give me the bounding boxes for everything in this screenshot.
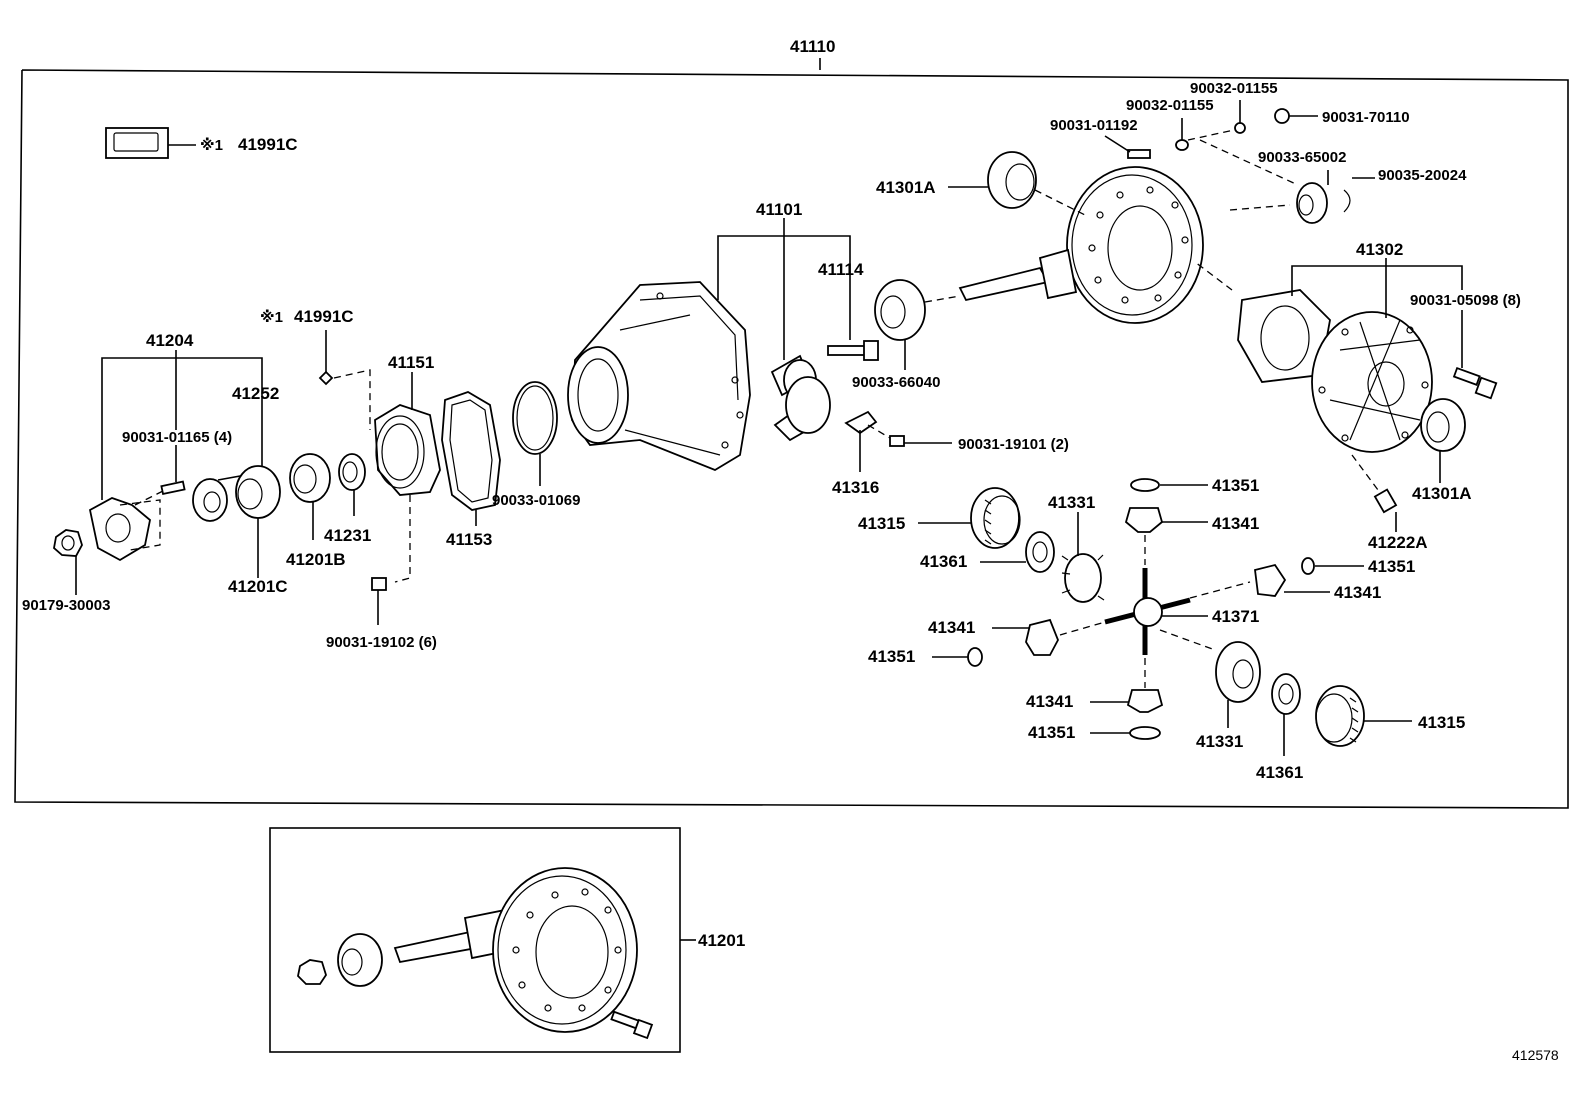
differential-case-icon <box>1194 261 1498 532</box>
label-oring-01069: 90033-01069 <box>492 492 580 509</box>
label-bearing-65002: 90033-65002 <box>1258 149 1346 166</box>
label-assembly: 41110 <box>790 37 835 56</box>
oil-seal-icon <box>192 471 263 522</box>
label-carrier-group: 41101 <box>756 200 802 219</box>
gear-kit-icon <box>297 867 654 1040</box>
label-pinion-41341-b: 41341 <box>1334 583 1381 602</box>
note-mid-icon <box>318 330 371 430</box>
bearing-retainer-icon <box>371 372 441 625</box>
label-pinion-41341-a: 41341 <box>1212 514 1259 533</box>
label-thrust-41361-b: 41361 <box>1256 763 1303 782</box>
bearing-41201b-icon <box>289 453 331 540</box>
label-retainer-41151: 41151 <box>388 353 434 372</box>
small-hardware-icons <box>1104 100 1375 224</box>
label-nut-01165: 90031-01165 (4) <box>122 429 232 446</box>
pinion-nut-icon <box>53 529 83 595</box>
bolt-icon <box>827 340 879 361</box>
reference-number: 412578 <box>1512 1047 1559 1063</box>
label-seal-41252: 41252 <box>232 384 279 403</box>
label-bearing-41201b: 41201B <box>286 550 346 569</box>
inset-frame <box>269 827 696 1053</box>
label-nut-19101: 90031-19101 (2) <box>958 436 1069 453</box>
note-mark-mid: ※1 <box>260 308 283 326</box>
label-shaft-41371: 41371 <box>1212 607 1259 626</box>
label-inset-gear-kit: 41201 <box>698 931 745 950</box>
ring-gear-icon <box>958 166 1204 324</box>
label-washer-41351-b: 41351 <box>1368 557 1415 576</box>
label-pinion-41341-d: 41341 <box>1026 692 1073 711</box>
label-bearing-41301a-top: 41301A <box>876 178 936 197</box>
assembly-frame <box>14 58 1569 809</box>
note-mark-top: ※1 <box>200 136 223 154</box>
label-bolt-41222a: 41222A <box>1368 533 1428 552</box>
bearing-icon <box>874 279 961 370</box>
label-flange-group: 41204 <box>146 331 194 350</box>
lock-plate-icon <box>844 410 952 472</box>
label-gasket-41153: 41153 <box>446 530 492 549</box>
label-thrust-41361-a: 41361 <box>920 552 967 571</box>
label-nut-70110: 90031-70110 <box>1322 109 1410 126</box>
label-spacer-41231: 41231 <box>324 526 371 545</box>
flange-group-leader <box>101 350 263 500</box>
label-note-top: 41991C <box>238 135 298 154</box>
label-washer-41351-d: 41351 <box>1028 723 1075 742</box>
carrier-group-leader <box>717 218 851 360</box>
label-side-gear-41331-a: 41331 <box>1048 493 1095 512</box>
carrier-housing-icon <box>567 281 831 472</box>
companion-flange-icon <box>88 445 186 562</box>
note-block-icon <box>105 127 196 159</box>
label-washer-01155-b: 90032-01155 <box>1126 97 1214 114</box>
gasket-icon <box>441 391 501 526</box>
label-bearing-66040: 90033-66040 <box>852 374 940 391</box>
label-washer-01155-a: 90032-01155 <box>1190 80 1278 97</box>
label-bolt-01192: 90031-01192 <box>1050 117 1138 134</box>
case-group-leader <box>1291 258 1463 318</box>
label-adjuster-41315-a: 41315 <box>858 514 905 533</box>
label-nut-30003: 90179-30003 <box>22 597 110 614</box>
label-side-gear-41331-b: 41331 <box>1196 732 1243 751</box>
bearing-41201c-icon <box>235 465 281 578</box>
label-washer-41351-c: 41351 <box>868 647 915 666</box>
label-case-group: 41302 <box>1356 240 1403 259</box>
label-lock-41316: 41316 <box>832 478 879 497</box>
label-ring-20024: 90035-20024 <box>1378 167 1467 184</box>
label-bearing-41201c: 41201C <box>228 577 288 596</box>
label-bearing-41301a-bottom: 41301A <box>1412 484 1472 503</box>
label-bolt-19102: 90031-19102 (6) <box>326 634 437 651</box>
label-bolt-05098: 90031-05098 (8) <box>1410 292 1521 309</box>
label-pinion-41341-c: 41341 <box>928 618 975 637</box>
label-washer-41351-a: 41351 <box>1212 476 1259 495</box>
label-bolt-41114: 41114 <box>818 260 864 279</box>
label-adjuster-41315-b: 41315 <box>1418 713 1465 732</box>
bearing-41301a-top-icon <box>948 151 1086 216</box>
o-ring-icon <box>512 381 558 486</box>
label-note-mid: 41991C <box>294 307 354 326</box>
differential-internals-icon <box>918 478 1412 756</box>
spacer-icon <box>338 453 366 516</box>
